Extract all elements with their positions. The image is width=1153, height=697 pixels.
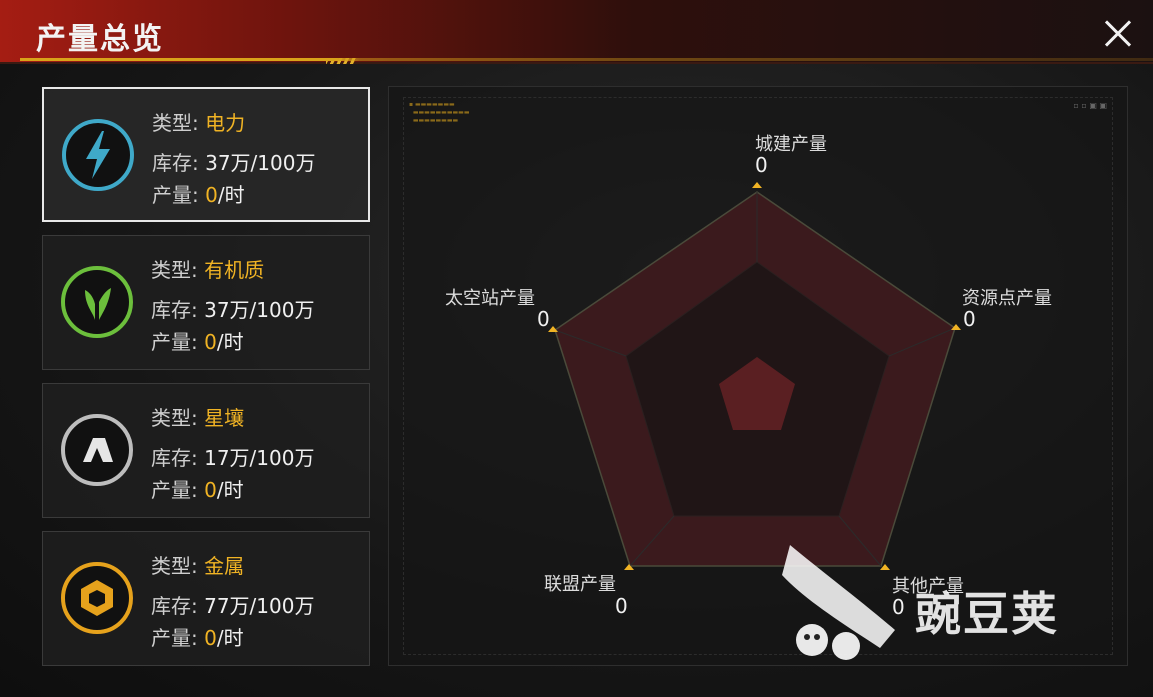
output-value: 0: [204, 626, 217, 650]
radar-axis-line: [554, 329, 627, 357]
stock-value: 37万/100万: [205, 151, 316, 175]
resource-card-power[interactable]: 类型: 电力 库存: 37万/100万 产量: 0/时: [42, 87, 370, 222]
axis-marker: [624, 564, 634, 570]
radar-axis-value-resource: 0: [963, 307, 976, 331]
output-value: 0: [205, 183, 218, 207]
output-label: 产量:: [152, 183, 199, 207]
title-bar: 产量总览: [0, 0, 1153, 64]
type-label: 类型:: [151, 554, 198, 578]
metal-cube-icon: [61, 562, 133, 634]
axis-marker: [880, 564, 890, 570]
type-value: 星壤: [204, 406, 245, 430]
radar-axis-label-resource: 资源点产量: [962, 288, 1052, 309]
resource-card-organic[interactable]: 类型: 有机质 库存: 37万/100万 产量: 0/时: [42, 235, 370, 370]
output-value: 0: [204, 330, 217, 354]
stock-label: 库存:: [151, 298, 198, 322]
type-label: 类型:: [151, 258, 198, 282]
axis-marker: [548, 326, 558, 332]
output-label: 产量:: [151, 478, 198, 502]
resource-card-star-soil[interactable]: 类型: 星壤 库存: 17万/100万 产量: 0/时: [42, 383, 370, 518]
type-value: 有机质: [204, 258, 265, 282]
watermark-eye-icon: [804, 634, 810, 640]
axis-marker: [951, 324, 961, 330]
output-label: 产量:: [151, 626, 198, 650]
stock-label: 库存:: [152, 151, 199, 175]
output-unit: /时: [216, 626, 244, 650]
type-label: 类型:: [152, 111, 199, 135]
radar-axis-value-other: 0: [892, 595, 905, 619]
watermark-eye-icon: [814, 634, 820, 640]
page-title: 产量总览: [36, 22, 164, 57]
watermark-pea-icon: [832, 632, 860, 660]
stock-label: 库存:: [151, 594, 198, 618]
type-value: 金属: [204, 554, 245, 578]
type-value: 电力: [205, 111, 246, 135]
soil-icon: [61, 414, 133, 486]
radar-axis-label-other: 其他产量: [892, 576, 964, 597]
radar-inner-frame: [403, 97, 1113, 655]
type-label: 类型:: [151, 406, 198, 430]
radar-axis-label-city: 城建产量: [755, 134, 827, 155]
radar-axis-line: [888, 327, 956, 357]
radar-axis-value-city: 0: [755, 153, 768, 177]
radar-axis-label-station: 太空站产量: [445, 288, 535, 309]
leaf-icon: [61, 266, 133, 338]
output-value: 0: [204, 478, 217, 502]
decor-readout: ▪ ▬▬▬▬▬▬▬ ▬▬▬▬▬▬▬▬▬▬ ▬▬▬▬▬▬▬▬: [409, 101, 470, 124]
radar-value-area: [719, 357, 795, 430]
stock-value: 17万/100万: [204, 446, 315, 470]
resource-card-metal[interactable]: 类型: 金属 库存: 77万/100万 产量: 0/时: [42, 531, 370, 666]
radar-axis-value-alliance: 0: [615, 594, 628, 618]
axis-marker: [752, 182, 762, 188]
decor-controls: ▫ ▫ ▣ ▣: [1073, 101, 1107, 110]
stock-value: 77万/100万: [204, 594, 315, 618]
radar-axis-line: [629, 515, 675, 567]
output-unit: /时: [216, 330, 244, 354]
stock-value: 37万/100万: [204, 298, 315, 322]
output-unit: /时: [216, 478, 244, 502]
stock-label: 库存:: [151, 446, 198, 470]
watermark-pea-icon: [796, 624, 828, 656]
output-unit: /时: [217, 183, 245, 207]
watermark-text: 豌豆荚: [915, 587, 1059, 641]
radar-axis-label-alliance: 联盟产量: [544, 574, 616, 595]
watermark-pea-pod-icon: [782, 545, 895, 648]
lightning-icon: [62, 119, 134, 191]
title-decor-stripes: [326, 58, 356, 64]
output-label: 产量:: [151, 330, 198, 354]
radar-axis-value-station: 0: [537, 307, 550, 331]
radar-axis-line: [838, 515, 882, 567]
